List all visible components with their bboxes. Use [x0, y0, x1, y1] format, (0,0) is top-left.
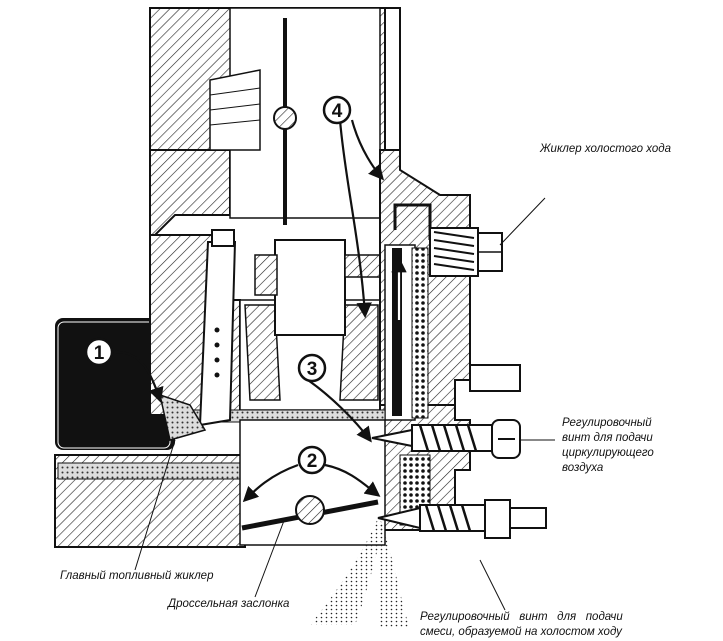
mixture-screw-label-line1: Регулировочный винт для подачи [420, 611, 623, 623]
callout-4-number: 4 [332, 101, 343, 122]
main-jet-tube [158, 229, 237, 441]
callout-1: 1 [84, 337, 114, 367]
callout-1-number: 1 [94, 343, 105, 364]
air-screw-label-line4: воздуха [562, 462, 604, 474]
air-adjusting-screw [371, 419, 521, 459]
choke-flap [273, 18, 297, 225]
flow-arrows [111, 119, 407, 503]
air-screw-label-line2: винт для подачи [562, 432, 653, 444]
mixture-screw-label-line2: смеси, образуемой на холостом ходу [420, 626, 622, 638]
mixture-screw-label: Регулировочный винт для подачи смеси, об… [420, 610, 623, 640]
idle-jet [429, 227, 503, 277]
idle-mixture-screw [377, 499, 547, 539]
main-jet-label: Главный топливный жиклер [60, 570, 214, 582]
air-screw-label-line3: циркулирующего [562, 447, 654, 459]
air-screw-label-line1: Регулировочный [562, 417, 652, 429]
fuel-spray [310, 518, 410, 628]
leader-lines [134, 197, 555, 611]
air-screw-label: Регулировочный винт для подачи циркулиру… [562, 416, 654, 476]
outlet-stub [469, 364, 521, 392]
callout-4: 4 [322, 95, 352, 125]
throttle-plate [241, 495, 379, 531]
callout-3: 3 [297, 353, 327, 383]
air-throat [209, 7, 381, 219]
callout-3-number: 3 [307, 359, 318, 380]
middle-body [149, 234, 381, 416]
callout-2-number: 2 [307, 451, 318, 472]
lower-body [54, 409, 386, 548]
right-body [379, 149, 471, 531]
throttle-label: Дроссельная заслонка [168, 598, 290, 610]
callout-2: 2 [297, 445, 327, 475]
idle-jet-label: Жиклер холостого хода [540, 143, 671, 155]
